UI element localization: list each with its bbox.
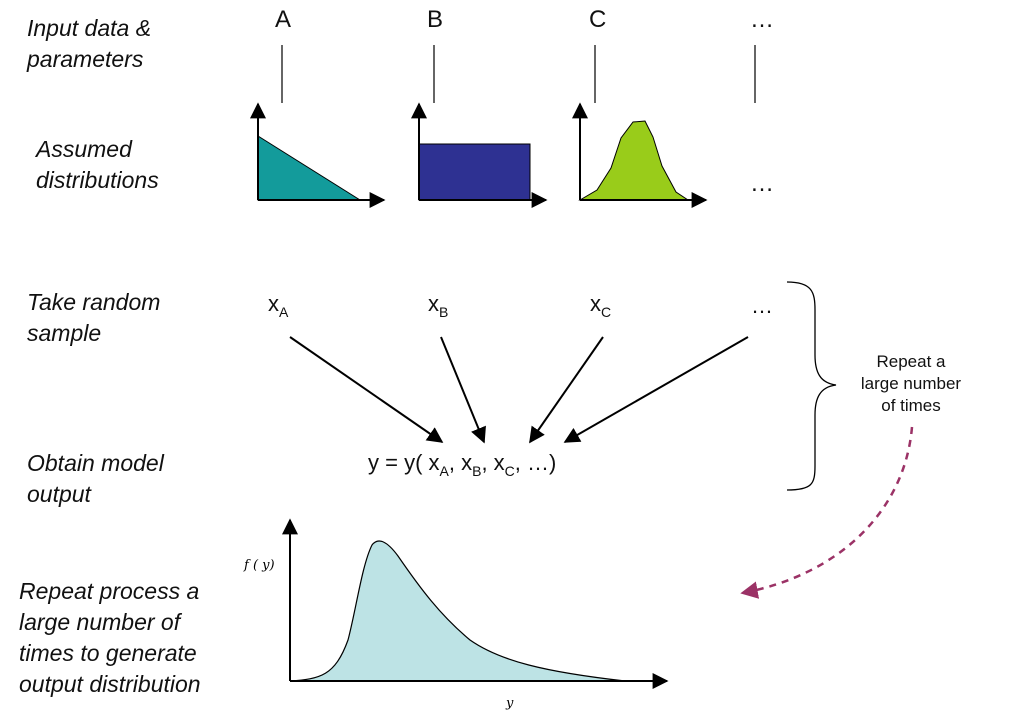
distribution-ellipsis: …: [750, 170, 774, 197]
distribution-c-normal: [572, 102, 708, 208]
stage-label-model: Obtain model output: [27, 448, 164, 510]
output-distribution-curve: [289, 540, 626, 682]
stage-label-model-line2: output: [27, 481, 91, 507]
stage-label-sample-line1: Take random: [27, 289, 161, 315]
stage-label-input: Input data & parameters: [27, 13, 151, 75]
stage-label-sample-line2: sample: [27, 320, 102, 346]
formula-sub-c: C: [504, 463, 515, 479]
sample-x-b: xB: [428, 291, 448, 320]
arrow-sample-more-to-model: [563, 336, 749, 443]
stage-label-repeat-line4: output distribution: [19, 671, 201, 697]
column-label-b: B: [427, 6, 444, 33]
column-label-a: A: [275, 6, 292, 33]
formula-prefix: y = y( x: [368, 450, 440, 475]
stage-label-input-line1: Input data &: [27, 15, 152, 41]
arrow-sample-a-to-model: [289, 336, 444, 443]
arrow-sample-b-to-model: [440, 336, 486, 444]
stage-label-input-line2: parameters: [27, 46, 144, 72]
stage-label-model-line1: Obtain model: [27, 450, 164, 476]
stage-label-assumed: Assumed distributions: [36, 134, 159, 196]
formula-sub-a: A: [439, 463, 449, 479]
stage-label-repeat-line2: large number of: [19, 609, 181, 635]
sample-x-c: xC: [590, 291, 611, 320]
stage-label-repeat-line3: times to generate: [19, 640, 197, 666]
formula-sep2: , x: [481, 450, 505, 475]
sample-x-a-base: x: [268, 291, 279, 316]
distribution-b-uniform: [411, 102, 548, 208]
sample-x-c-sub: C: [601, 304, 612, 320]
sample-x-a: xA: [268, 291, 288, 320]
column-label-more: …: [750, 6, 774, 33]
sample-x-b-sub: B: [439, 304, 449, 320]
stage-label-assumed-line1: Assumed: [36, 136, 132, 162]
sample-x-c-base: x: [590, 291, 601, 316]
stage-label-repeat-line1: Repeat process a: [19, 578, 200, 604]
output-y-axis-label: f ( y): [243, 558, 275, 573]
column-label-c: C: [589, 6, 607, 33]
repeat-dashed-arrow: [740, 426, 914, 599]
output-x-axis-label: y: [505, 696, 514, 711]
stage-label-assumed-line2: distributions: [36, 167, 159, 193]
sample-x-a-sub: A: [279, 304, 289, 320]
formula-sep1: , x: [448, 450, 473, 475]
stage-label-repeat: Repeat process a large number of times t…: [19, 576, 201, 700]
repeat-note-line2: large number: [860, 374, 962, 393]
arrow-sample-c-to-model: [529, 336, 604, 444]
repeat-note-line3: of times: [881, 396, 941, 415]
model-formula: y = y( xA, xB, xC, …): [368, 450, 556, 479]
sample-x-b-base: x: [428, 291, 439, 316]
sample-ellipsis: …: [751, 293, 773, 318]
distribution-a-triangle: [250, 102, 386, 208]
formula-sub-b: B: [472, 463, 482, 479]
repeat-brace: [786, 281, 837, 491]
output-distribution-plot: f ( y) y: [243, 518, 669, 711]
repeat-note-line1: Repeat a: [876, 352, 946, 371]
formula-suffix: , …): [514, 450, 557, 475]
stage-label-sample: Take random sample: [27, 287, 160, 349]
repeat-note: Repeat a large number of times: [846, 351, 976, 417]
